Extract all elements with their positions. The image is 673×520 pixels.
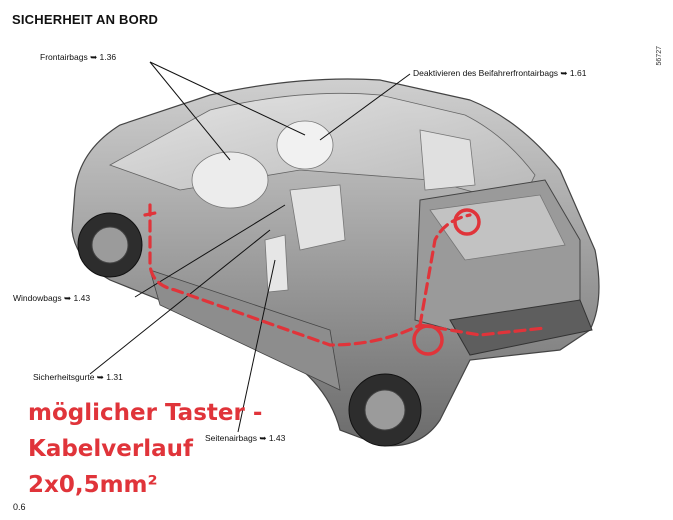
handwritten-note-line: Kabelverlauf xyxy=(28,436,194,462)
wheels xyxy=(77,212,422,447)
cable-route-marking xyxy=(143,203,547,347)
airbag-shapes xyxy=(191,120,476,293)
callout-windowbags: Windowbags ➥ 1.43 xyxy=(13,293,91,303)
callout-seatbelts: Sicherheitsgurte ➥ 1.31 xyxy=(33,372,123,382)
handwritten-note-line: möglicher Taster - xyxy=(28,400,263,426)
page-title: SICHERHEIT AN BORD xyxy=(12,12,159,27)
callout-frontairbags: Frontairbags ➥ 1.36 xyxy=(40,52,117,62)
handwritten-note: möglicher Taster - Kabelverlauf 2x0,5mm² xyxy=(28,395,262,503)
handwritten-note-line: 2x0,5mm² xyxy=(28,472,158,498)
callout-side-airbags: Seitenairbags ➥ 1.43 xyxy=(205,433,286,443)
callout-deactivate-passenger-airbag: Deaktivieren des Beifahrerfrontairbags ➥… xyxy=(413,68,587,78)
page-number: 0.6 xyxy=(13,502,26,512)
rear-location-circle xyxy=(412,324,444,356)
button-location-circle xyxy=(453,208,481,236)
